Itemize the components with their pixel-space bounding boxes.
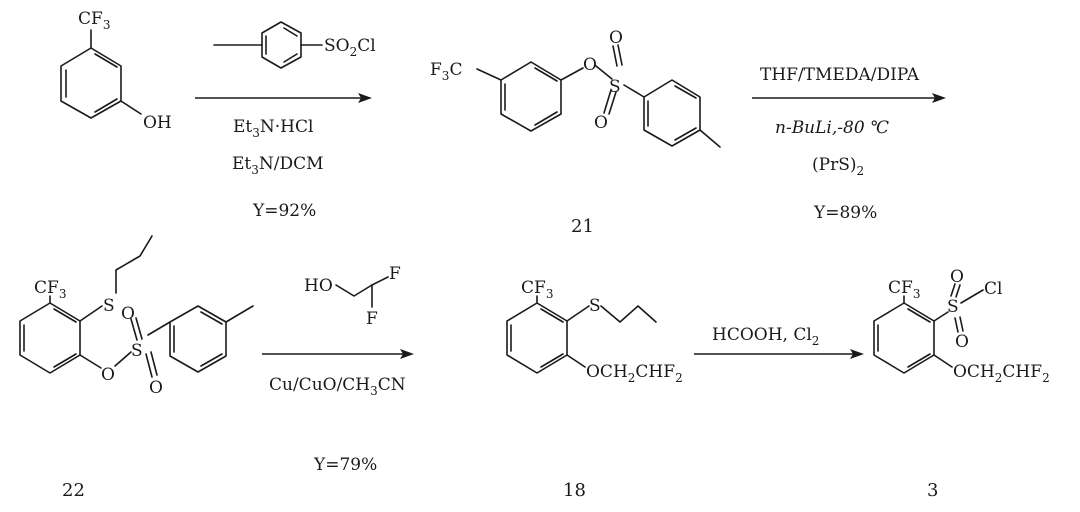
c18-s: S xyxy=(589,296,601,316)
c3-o-down: O xyxy=(955,332,969,352)
c21-o-link: O xyxy=(583,55,597,75)
step2-conditions: THF/TMEDA/DIPA n-BuLi,-80 ℃ (PrS)2 Y=89% xyxy=(760,65,920,223)
reaction-arrow-step2[interactable] xyxy=(752,93,946,103)
compound-21-number: 21 xyxy=(571,216,594,237)
sm-oh-label: OH xyxy=(143,113,172,133)
c3-cf3-label: CF3 xyxy=(888,278,920,301)
step3-yield: Y=79% xyxy=(313,455,377,475)
step3-f1-label: F xyxy=(389,264,401,284)
compound-21: F3C O S O O 21 xyxy=(430,28,721,237)
reaction-arrow-step1[interactable] xyxy=(195,93,372,103)
step1-yield: Y=92% xyxy=(252,201,316,221)
c21-f3c-label: F3C xyxy=(430,60,462,83)
c21-o-up: O xyxy=(609,28,623,48)
c21-s: S xyxy=(609,77,621,97)
compound-18-number: 18 xyxy=(563,480,586,501)
step1-reagent-et3n-dcm: Et3N/DCM xyxy=(232,154,324,177)
c22-s-sulf: S xyxy=(131,341,143,361)
step3-conditions: HO F F Cu/CuO/CH3CN Y=79% xyxy=(269,264,406,475)
step2-solvents: THF/TMEDA/DIPA xyxy=(760,65,920,85)
c22-o-link: O xyxy=(101,365,115,385)
step2-base: n-BuLi,-80 ℃ xyxy=(775,118,889,138)
c21-o-down: O xyxy=(594,113,608,133)
tosyl-chloride: SO2Cl xyxy=(213,21,376,69)
step2-yield: Y=89% xyxy=(813,203,877,223)
step3-f2-label: F xyxy=(366,309,378,329)
c22-o-up: O xyxy=(121,304,135,324)
step1-reagent-et3n-hcl: Et3N·HCl xyxy=(233,117,313,140)
compound-22: CF3 S O S O O 22 xyxy=(19,235,254,501)
sm-cf3-label: CF3 xyxy=(78,9,110,32)
c22-o-down: O xyxy=(149,378,163,398)
compound-3-number: 3 xyxy=(927,480,938,501)
step1-conditions: Et3N·HCl Et3N/DCM Y=92% xyxy=(232,117,324,221)
compound-3: CF3 O S Cl O OCH2CHF2 3 xyxy=(873,267,1050,501)
c3-och2chf2: OCH2CHF2 xyxy=(953,362,1050,385)
c3-cl: Cl xyxy=(984,279,1002,299)
step3-ho-label: HO xyxy=(304,276,333,296)
c22-s-thio: S xyxy=(103,296,115,316)
step3-catalyst: Cu/CuO/CH3CN xyxy=(269,375,406,398)
step4-reagents: HCOOH, Cl2 xyxy=(712,325,819,348)
tscl-so2cl-label: SO2Cl xyxy=(324,36,376,59)
c18-och2chf2: OCH2CHF2 xyxy=(586,362,683,385)
starting-material-phenol: CF3 OH xyxy=(60,9,172,133)
reaction-arrow-step3[interactable] xyxy=(262,349,414,359)
c3-s: S xyxy=(947,297,959,317)
c22-cf3-label: CF3 xyxy=(34,278,66,301)
reaction-arrow-step4[interactable] xyxy=(694,349,864,359)
compound-18: CF3 S OCH2CHF2 18 xyxy=(506,278,683,501)
step2-reagent-prs2: (PrS)2 xyxy=(812,155,864,178)
compound-22-number: 22 xyxy=(62,480,85,501)
step4-conditions: HCOOH, Cl2 xyxy=(712,325,819,348)
c3-o-up: O xyxy=(950,267,964,287)
c18-cf3-label: CF3 xyxy=(521,278,553,301)
